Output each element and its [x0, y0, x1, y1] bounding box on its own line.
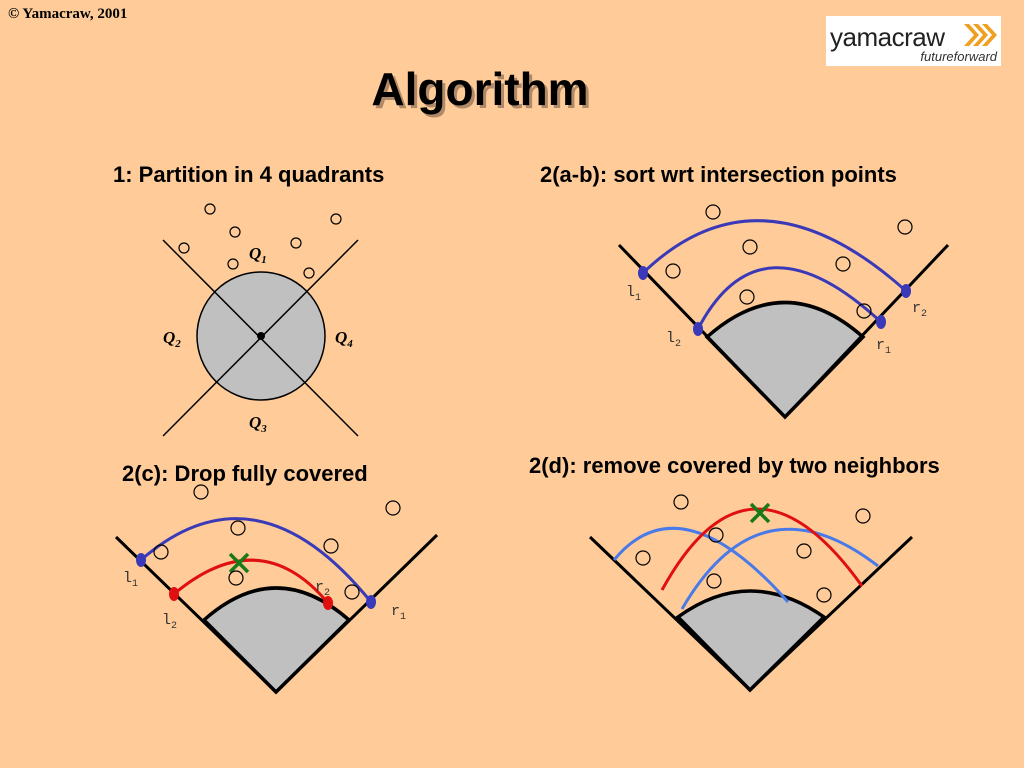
panel-title-partition: 1: Partition in 4 quadrants: [113, 162, 385, 187]
boundary-right: [783, 243, 950, 419]
point-l1: [638, 266, 648, 280]
panel-title-drop: 2(c): Drop fully covered: [122, 461, 368, 486]
sample-point: [816, 587, 832, 603]
sample-point: [227, 258, 239, 270]
label-l1: l1: [123, 570, 138, 590]
quadrant-label-q3: Q3: [249, 413, 267, 435]
logo-tagline: futureforward: [920, 49, 997, 64]
sample-points: [178, 203, 342, 279]
sample-point: [635, 550, 651, 566]
sample-point: [835, 256, 851, 272]
label-r2: r2: [315, 579, 330, 599]
quadrant-label-q1: Q1: [249, 244, 267, 266]
label-r1: r1: [876, 337, 891, 357]
covered-region: [675, 589, 827, 693]
boundary-right: [274, 533, 439, 694]
panel-sort: l1 l2 r1 r2: [617, 204, 950, 420]
point-r2: [323, 596, 333, 610]
sample-point: [323, 538, 339, 554]
arc-l1-r2: [641, 219, 908, 293]
sample-point: [796, 543, 812, 559]
intersection-points: [638, 266, 911, 336]
sample-points: [635, 494, 871, 603]
point-l2: [169, 587, 179, 601]
arc-right-neighbor: [680, 527, 879, 610]
point-r1: [366, 595, 376, 609]
label-l1: l1: [626, 284, 641, 304]
sample-point: [665, 263, 681, 279]
sample-point: [193, 484, 209, 500]
arc-left-neighbor: [612, 526, 790, 603]
arc-l2-r1: [696, 266, 883, 330]
quadrant-label-q4: Q4: [335, 328, 353, 350]
remove-cross-icon: [749, 502, 771, 524]
sample-point: [228, 570, 244, 586]
point-r2: [901, 284, 911, 298]
sample-point: [330, 213, 342, 225]
sample-point: [705, 204, 721, 220]
copyright-text: © Yamacraw, 2001: [8, 6, 128, 22]
sample-point: [742, 239, 758, 255]
sample-point: [673, 494, 689, 510]
yamacraw-logo: yamacraw futureforward: [826, 16, 1001, 66]
sample-point: [204, 203, 216, 215]
sample-point: [178, 242, 190, 254]
sample-point: [344, 584, 360, 600]
sample-point: [385, 500, 401, 516]
center-point: [257, 332, 265, 340]
point-l1: [136, 553, 146, 567]
panel-title-remove: 2(d): remove covered by two neighbors: [529, 453, 940, 478]
drop-cross-icon: [228, 552, 250, 574]
sample-points: [153, 484, 401, 600]
boundary-left: [588, 535, 752, 692]
label-l2: l2: [666, 330, 681, 350]
arc-l2-r2: [173, 558, 330, 604]
panel-title-sort: 2(a-b): sort wrt intersection points: [540, 162, 897, 187]
arc-l1-r1: [140, 517, 373, 603]
slide-title: Algorithm: [371, 63, 589, 115]
point-l2: [693, 322, 703, 336]
quadrant-label-q2: Q2: [163, 328, 181, 350]
sample-points: [665, 204, 913, 319]
sample-point: [856, 303, 872, 319]
sample-point: [855, 508, 871, 524]
logo-arrows-icon: [964, 24, 997, 46]
panel-drop: l1 l2 r1 r2: [114, 484, 439, 695]
sample-point: [897, 219, 913, 235]
point-r1: [876, 315, 886, 329]
logo-word: yamacraw: [830, 22, 945, 52]
panel-remove: [588, 494, 914, 693]
sample-point: [290, 237, 302, 249]
label-l2: l2: [162, 612, 177, 632]
label-r1: r1: [391, 603, 406, 623]
sample-point: [706, 573, 722, 589]
sample-point: [739, 289, 755, 305]
panel-partition: Q1 Q2 Q3 Q4: [162, 203, 359, 437]
sample-point: [153, 544, 169, 560]
label-r2: r2: [912, 300, 927, 320]
arc-removed: [660, 507, 864, 591]
sample-point: [303, 267, 315, 279]
sample-point: [229, 226, 241, 238]
boundary-right: [748, 535, 914, 692]
sample-point: [230, 520, 246, 536]
sample-point: [708, 527, 724, 543]
